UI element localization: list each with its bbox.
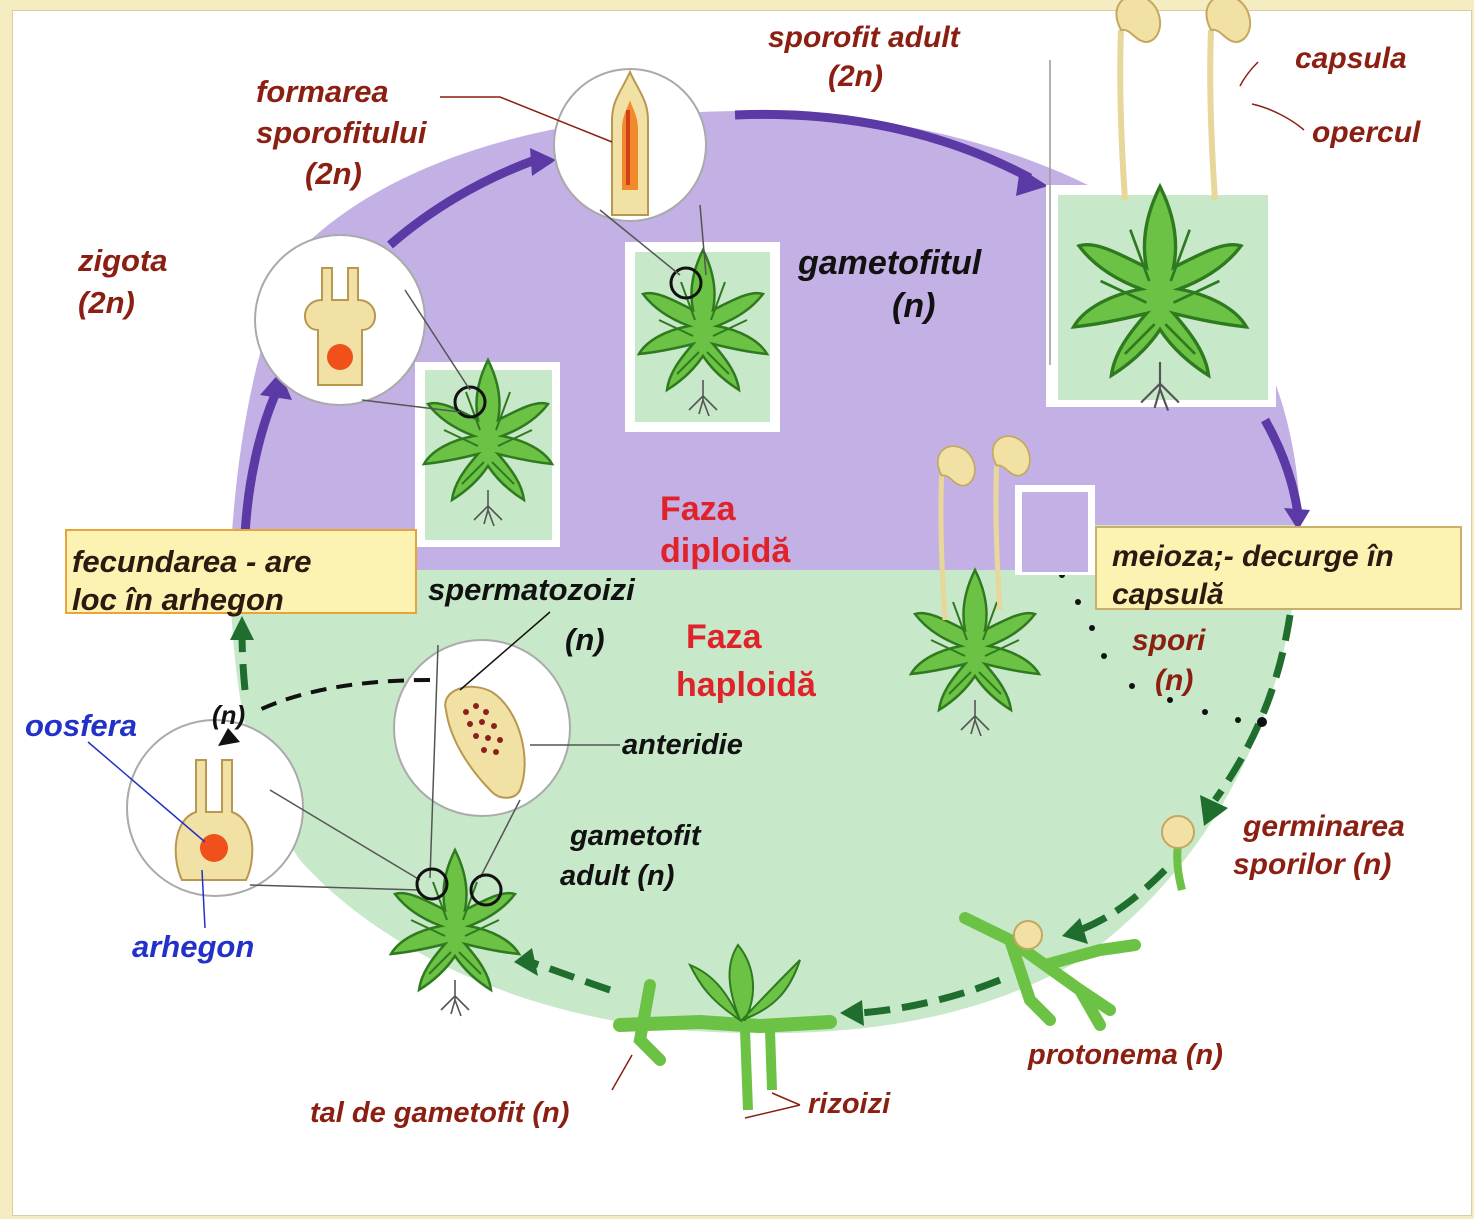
gametophyte-frame-2 [625, 242, 780, 432]
label-spermatozoizi-ploidy: (n) [565, 622, 605, 657]
label-spori: spori [1132, 624, 1206, 657]
label-spori-ploidy: (n) [1155, 664, 1193, 697]
label-gametofit-adult: adult (n) [560, 860, 674, 892]
meiosis-note-line-2: capsulă [1112, 578, 1224, 611]
adult-sporophyte-frame [1046, 0, 1276, 411]
sporophyte-formation-circle [554, 69, 706, 221]
label-haploida: haploidă [676, 666, 817, 704]
label-sporofitului: sporofitului [256, 115, 428, 150]
label-germinarea-sporilor: sporilor (n) [1233, 848, 1391, 881]
label-tal-de-gametofit: tal de gametofit (n) [310, 1097, 569, 1129]
label-germinarea: germinarea [1242, 810, 1405, 843]
antheridium-circle [394, 640, 570, 816]
meiosis-note-box: meioza;- decurge în capsulă [1096, 527, 1461, 611]
fecundation-note-box: fecundarea - are loc în arhegon [66, 530, 416, 617]
label-gametofitul: gametofitul [797, 244, 983, 282]
label-sporofit-adult-ploidy: (2n) [828, 60, 883, 93]
label-zigota: zigota [77, 243, 168, 278]
label-faza-haploida: Faza [686, 618, 763, 656]
label-arhegon: arhegon [132, 929, 254, 964]
label-rizoizi: rizoizi [808, 1088, 891, 1120]
label-capsula: capsula [1295, 42, 1407, 75]
label-formarea: formarea [256, 74, 389, 109]
gametophyte-frame-1 [415, 360, 560, 547]
fecundation-note-line-1: fecundarea - are [72, 544, 312, 579]
label-zigota-ploidy: (2n) [78, 285, 135, 320]
label-opercul: opercul [1312, 116, 1421, 149]
fecundation-note-line-2: loc în arhegon [72, 582, 284, 617]
label-anteridie: anteridie [622, 729, 743, 761]
archegonium-circle [127, 720, 303, 896]
meiosis-note-line-1: meioza;- decurge în [1112, 540, 1394, 573]
label-formarea-ploidy: (2n) [305, 156, 362, 191]
label-gametofit: gametofit [569, 820, 702, 852]
label-protonema: protonema (n) [1027, 1039, 1223, 1071]
zygote-circle [255, 235, 425, 405]
label-sporofit-adult: sporofit adult [768, 21, 962, 54]
label-spermatozoizi: spermatozoizi [428, 572, 636, 607]
label-n-mark: (n) [212, 700, 245, 730]
label-faza-diploida: Faza [660, 490, 737, 528]
label-oosfera: oosfera [25, 708, 137, 743]
label-diploida: diploidă [660, 532, 791, 570]
label-gametofitul-ploidy: (n) [892, 287, 935, 325]
protonema-spore [1014, 921, 1042, 949]
